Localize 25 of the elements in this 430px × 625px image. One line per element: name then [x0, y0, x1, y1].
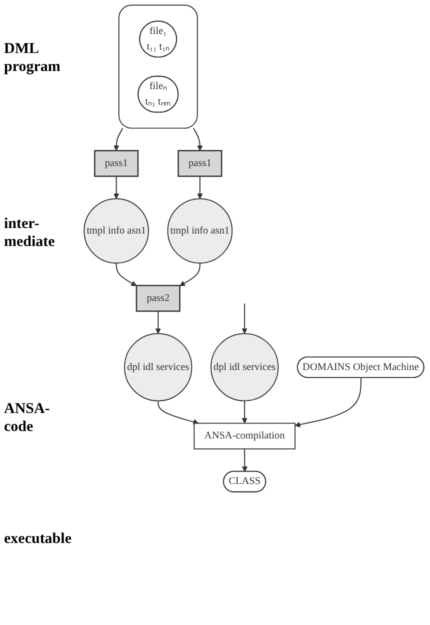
- arrow: [180, 263, 200, 286]
- arrow: [114, 176, 120, 199]
- arrow: [197, 176, 203, 199]
- arrow: [193, 128, 203, 151]
- arrow: [242, 303, 248, 334]
- stage-label: DML program: [4, 40, 62, 76]
- node-box: pass1: [94, 150, 139, 177]
- arrow: [114, 128, 124, 151]
- node-box: pass2: [136, 284, 180, 312]
- arrow: [242, 400, 248, 424]
- arrow: [294, 378, 362, 428]
- arrow: [158, 400, 199, 425]
- node-box: pass1: [178, 150, 222, 177]
- arrow: [242, 448, 248, 472]
- node-circle: dpl idl services: [210, 333, 279, 402]
- node-box: ANSA-compilation: [194, 422, 296, 450]
- node-circle: dpl idl services: [124, 333, 192, 402]
- arrow: [155, 311, 161, 334]
- node-circle: tmpl info asn1: [84, 198, 149, 264]
- arrow: [116, 263, 137, 286]
- stage-label: inter- mediate: [4, 215, 56, 251]
- cluster: [118, 4, 198, 129]
- node-circle: tmpl info asn1: [167, 198, 233, 264]
- stage-label: ANSA- code: [4, 400, 51, 436]
- stage-label: executable: [4, 530, 72, 548]
